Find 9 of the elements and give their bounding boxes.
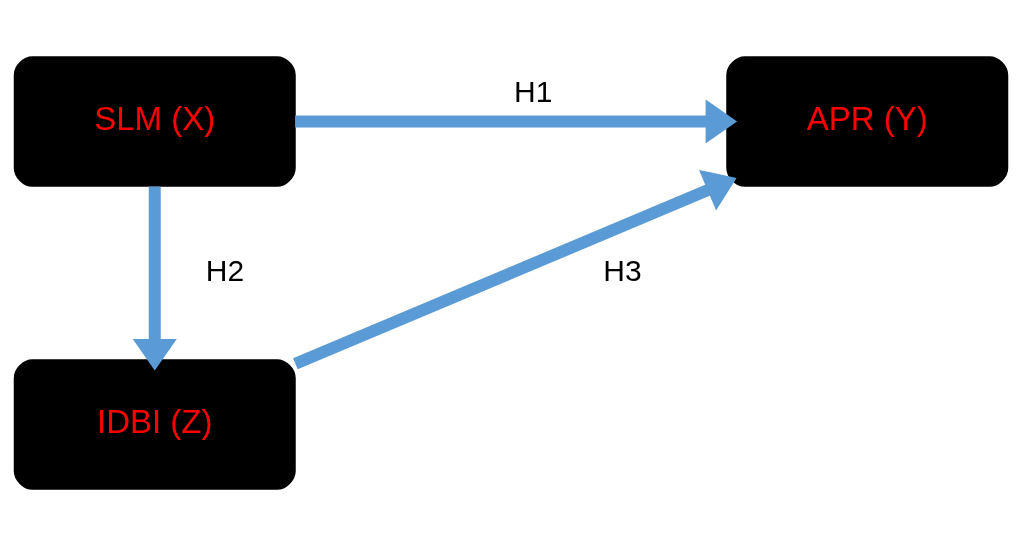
node-box: IDBI (Z) xyxy=(13,358,296,490)
node-box: APR (Y) xyxy=(726,55,1009,187)
arrow xyxy=(295,98,738,144)
edge-label: H3 xyxy=(603,253,642,286)
node-box: SLM (X) xyxy=(13,55,296,187)
arrow xyxy=(293,169,737,369)
edge-label: H1 xyxy=(514,74,553,108)
edge-label: H2 xyxy=(205,253,245,286)
arrow xyxy=(132,186,177,370)
